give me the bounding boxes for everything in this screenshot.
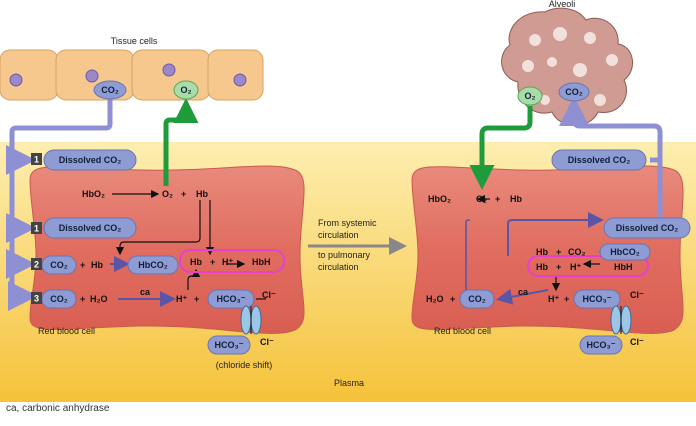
step-1b-badge: 1 (34, 224, 39, 234)
hb-highlight-right: Hb (536, 262, 548, 272)
o2-left: O₂ (162, 189, 173, 199)
chloride-shift-label: (chloride shift) (216, 360, 273, 370)
hco3-right-out-label: HCO₃⁻ (587, 340, 616, 350)
co2-step2-label: CO₂ (50, 260, 68, 270)
co2-tissue-pill (93, 80, 127, 100)
plasma-label: Plasma (334, 378, 364, 388)
plus-sign: + (181, 189, 186, 199)
highlight-hbh-right (527, 255, 649, 277)
plus-sign: + (210, 257, 215, 267)
dissolved-co2-pill-r1 (551, 149, 647, 171)
co2-right-label: CO₂ (468, 294, 486, 304)
co2-pill-right (459, 289, 495, 309)
h2o-right: H₂O (426, 294, 444, 304)
hbo2-right: HbO₂ (428, 194, 451, 204)
dissolved-co2-label-r1: Dissolved CO₂ (568, 155, 631, 165)
hb-left: Hb (196, 189, 208, 199)
hplus-highlight-right: H⁺ (570, 262, 581, 272)
plus-sign: + (80, 294, 85, 304)
hco3-pill-left (207, 289, 255, 309)
circulation-label-2: circulation (318, 262, 359, 272)
hb-highlight-left: Hb (190, 257, 202, 267)
channel-right-icon (610, 305, 632, 335)
hco3-left-out-label: HCO₃⁻ (215, 340, 244, 350)
from-systemic-label: From systemic (318, 218, 377, 228)
plus-sign: + (194, 294, 199, 304)
to-pulmonary-label: to pulmonary (318, 250, 371, 260)
dissolved-co2-label-1: Dissolved CO₂ (59, 155, 122, 165)
ca-left: ca (140, 287, 151, 297)
co2-alveoli-pill (558, 82, 590, 102)
rbc-label-left: Red blood cell (38, 326, 95, 336)
hbh-left: HbH (252, 257, 271, 267)
plus-sign: + (495, 194, 500, 204)
o2-alveoli-label: O₂ (525, 91, 536, 101)
cl-left-bottom: Cl⁻ (260, 337, 274, 347)
dissolved-co2-label-r2: Dissolved CO₂ (616, 223, 679, 233)
ca-right: ca (518, 287, 529, 297)
dissolved-co2-label-2: Dissolved CO₂ (59, 223, 122, 233)
hco3-left-label: HCO₃⁻ (217, 294, 246, 304)
o2-path-right (469, 106, 533, 190)
hb-right-2: Hb (536, 247, 548, 257)
hbh-right: HbH (614, 262, 633, 272)
step-3-badge: 3 (34, 294, 39, 304)
hco3-pill-right (573, 289, 621, 309)
co2-tissue-label: CO₂ (101, 85, 119, 95)
cl-left-top: Cl⁻ (262, 290, 276, 300)
alveoli-label: Alveoli (549, 0, 576, 9)
plus-sign: + (564, 294, 569, 304)
hb-step2: Hb (91, 260, 103, 270)
o2-right: O₂ (476, 194, 487, 204)
dissolved-co2-pill-1 (43, 149, 137, 171)
hbco2-pill-left (127, 255, 179, 275)
co2-right-2: CO₂ (568, 247, 586, 257)
plus-sign: + (556, 262, 561, 272)
hbco2-pill-right (599, 243, 651, 261)
highlight-hbh-left (179, 249, 285, 273)
hplus-step3-left: H⁺ (176, 294, 187, 304)
o2-tissue-label: O₂ (181, 85, 192, 95)
o2-path-left (163, 98, 199, 186)
co2-alveoli-label: CO₂ (565, 87, 583, 97)
hplus-right: H⁺ (548, 294, 559, 304)
hco3-pill-left-out (207, 335, 251, 355)
circulation-label-1: circulation (318, 230, 359, 240)
hbco2-right-label: HbCO₂ (610, 247, 640, 257)
plus-sign: + (556, 247, 561, 257)
tissue-cells (0, 49, 264, 101)
plus-sign: + (450, 294, 455, 304)
h2o-left: H₂O (90, 294, 108, 304)
cl-right-top: Cl⁻ (630, 290, 644, 300)
hbo2-left: HbO₂ (82, 189, 105, 199)
step-1a-badge: 1 (34, 155, 39, 165)
co2-path-right (559, 96, 663, 226)
hbco2-left-label: HbCO₂ (138, 260, 168, 270)
hb-right: Hb (510, 194, 522, 204)
step-2-badge: 2 (34, 260, 39, 270)
alveoli-icon (501, 7, 633, 126)
hco3-pill-right-out (579, 335, 623, 355)
tissue-cells-label: Tissue cells (111, 36, 158, 46)
o2-tissue-pill (173, 80, 199, 100)
co2-step3-label: CO₂ (50, 294, 68, 304)
rbc-label-right: Red blood cell (434, 326, 491, 336)
channel-left-icon (240, 305, 262, 335)
o2-alveoli-pill (517, 86, 543, 106)
hco3-right-label: HCO₃⁻ (583, 294, 612, 304)
plus-sign: + (80, 260, 85, 270)
hplus-highlight-left: H⁺ (222, 257, 233, 267)
caption: ca, carbonic anhydrase (6, 403, 110, 414)
cl-right-bottom: Cl⁻ (630, 337, 644, 347)
dissolved-co2-pill-2 (43, 217, 137, 239)
dissolved-co2-pill-r2 (603, 217, 691, 239)
